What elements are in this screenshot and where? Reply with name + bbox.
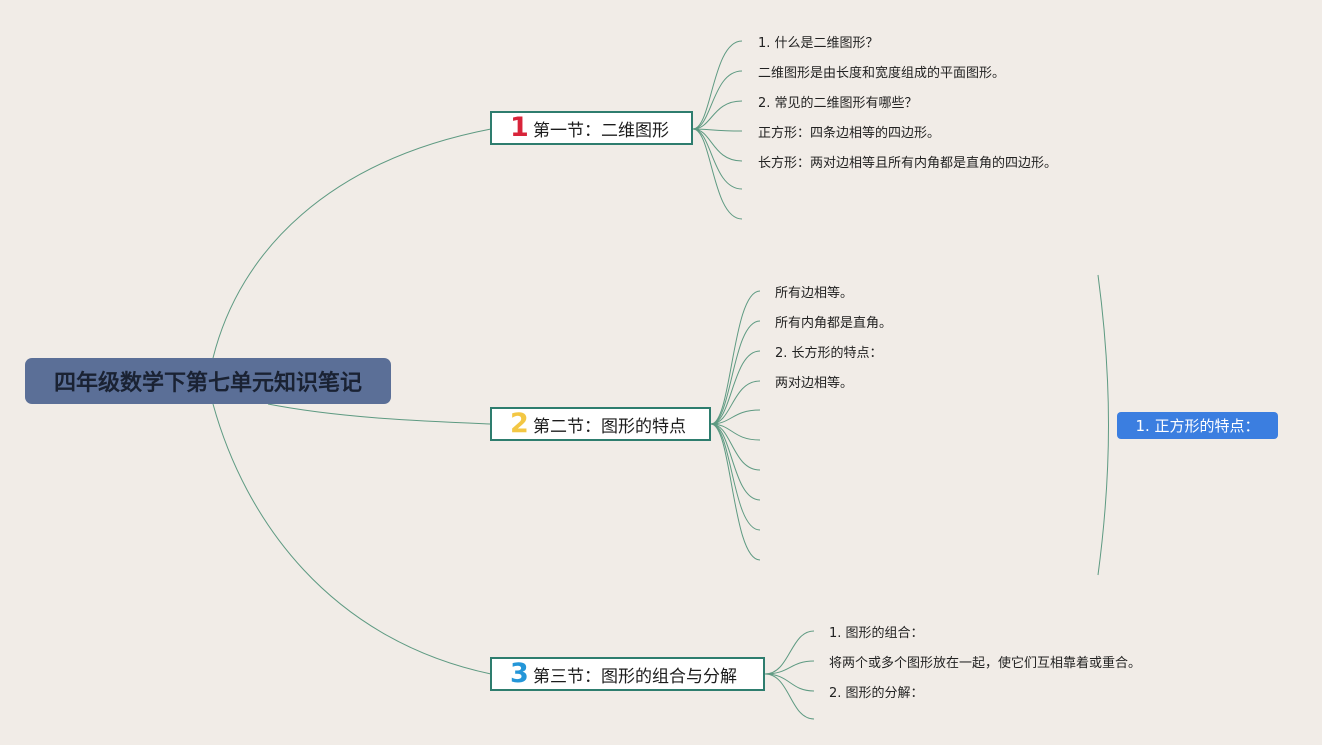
root-node[interactable]: 四年级数学下第七单元知识笔记 bbox=[25, 358, 391, 404]
connector-s3-leaf-1 bbox=[764, 630, 815, 675]
section-2-item-2[interactable]: 所有内角都是直角。 bbox=[775, 316, 893, 331]
section-3-item-3[interactable]: 2. 图形的分解： bbox=[829, 686, 924, 701]
section-node-1[interactable]: 1 第一节：二维图形 bbox=[490, 111, 693, 145]
section-1-item-5[interactable]: 长方形：两对边相等且所有内角都是直角的四边形。 bbox=[758, 156, 1058, 171]
connector-s2-leaf-1 bbox=[710, 290, 761, 425]
section-3-item-1[interactable]: 1. 图形的组合： bbox=[829, 626, 924, 641]
section-title-3: 第三节：图形的组合与分解 bbox=[533, 666, 737, 687]
sub-node-label: 1. 正方形的特点： bbox=[1135, 417, 1260, 435]
connector-s3-leaf-3 bbox=[764, 673, 815, 692]
section-number-3: 3 bbox=[510, 658, 529, 689]
section-number-2: 2 bbox=[510, 408, 529, 439]
section-2-item-4[interactable]: 两对边相等。 bbox=[775, 376, 854, 391]
section-2-item-3[interactable]: 2. 长方形的特点： bbox=[775, 346, 883, 361]
connector-sub-bracket bbox=[1097, 274, 1109, 576]
section-3-item-2[interactable]: 将两个或多个图形放在一起，使它们互相靠着或重合。 bbox=[829, 656, 1142, 671]
connector-root-section-2 bbox=[267, 403, 492, 425]
section-1-item-3[interactable]: 2. 常见的二维图形有哪些？ bbox=[758, 96, 918, 111]
section-node-2[interactable]: 2 第二节：图形的特点 bbox=[490, 407, 711, 441]
connector-s1-leaf-4 bbox=[692, 128, 743, 132]
connector-s2-leaf-4 bbox=[710, 380, 761, 425]
connector-s2-empty-1 bbox=[710, 409, 761, 425]
section-title-1: 第一节：二维图形 bbox=[533, 120, 669, 141]
section-1-item-1[interactable]: 1. 什么是二维图形？ bbox=[758, 36, 879, 51]
section-title-2: 第二节：图形的特点 bbox=[533, 416, 686, 437]
connector-s3-leaf-2 bbox=[764, 660, 815, 675]
connector-root-section-1 bbox=[212, 128, 492, 359]
connector-s1-leaf-1 bbox=[692, 40, 743, 130]
connector-s2-leaf-2 bbox=[710, 320, 761, 425]
connector-s2-empty-6 bbox=[710, 423, 761, 561]
connector-s1-empty-2 bbox=[692, 128, 743, 220]
connector-s2-empty-2 bbox=[710, 423, 761, 441]
section-2-item-1[interactable]: 所有边相等。 bbox=[775, 286, 854, 301]
connector-s2-empty-3 bbox=[710, 423, 761, 471]
connector-s2-leaf-3 bbox=[710, 350, 761, 425]
section-number-1: 1 bbox=[510, 112, 529, 143]
root-title: 四年级数学下第七单元知识笔记 bbox=[53, 371, 362, 396]
section-1-item-2[interactable]: 二维图形是由长度和宽度组成的平面图形。 bbox=[758, 66, 1006, 81]
section-1-item-4[interactable]: 正方形：四条边相等的四边形。 bbox=[758, 126, 941, 141]
connector-s1-leaf-2 bbox=[692, 70, 743, 130]
connector-root-section-3 bbox=[212, 403, 492, 675]
connector-s1-empty-1 bbox=[692, 128, 743, 190]
connector-s1-leaf-3 bbox=[692, 100, 743, 130]
connector-s3-empty-1 bbox=[764, 673, 815, 720]
section-node-3[interactable]: 3 第三节：图形的组合与分解 bbox=[490, 657, 765, 691]
sub-node-square-features[interactable]: 1. 正方形的特点： bbox=[1117, 412, 1278, 439]
